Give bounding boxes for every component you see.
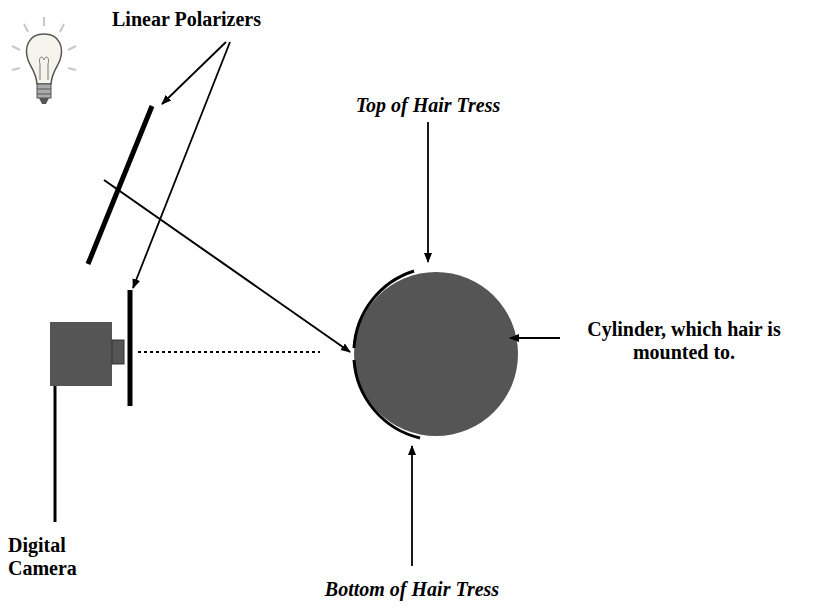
- leader-arrow: [510, 337, 560, 339]
- leader-arrow: [427, 122, 429, 262]
- label-text: Cylinder, which hair is mounted to.: [566, 318, 802, 364]
- polarizer: [128, 290, 133, 406]
- camera: [50, 322, 124, 522]
- label-text: Digital Camera: [8, 534, 98, 580]
- polarizer: [88, 106, 152, 264]
- label-text: Bottom of Hair Tress: [325, 578, 499, 601]
- light-bulb: [12, 17, 76, 104]
- leader-arrow: [133, 42, 230, 288]
- cylinder: [354, 272, 518, 436]
- hair-tress: [354, 271, 420, 438]
- label-text: Top of Hair Tress: [356, 94, 501, 117]
- view-line: [138, 351, 320, 353]
- label-text: Linear Polarizers: [112, 8, 261, 31]
- light-ray: [104, 180, 350, 352]
- leader-arrow: [411, 446, 413, 566]
- leader-arrow: [162, 42, 226, 104]
